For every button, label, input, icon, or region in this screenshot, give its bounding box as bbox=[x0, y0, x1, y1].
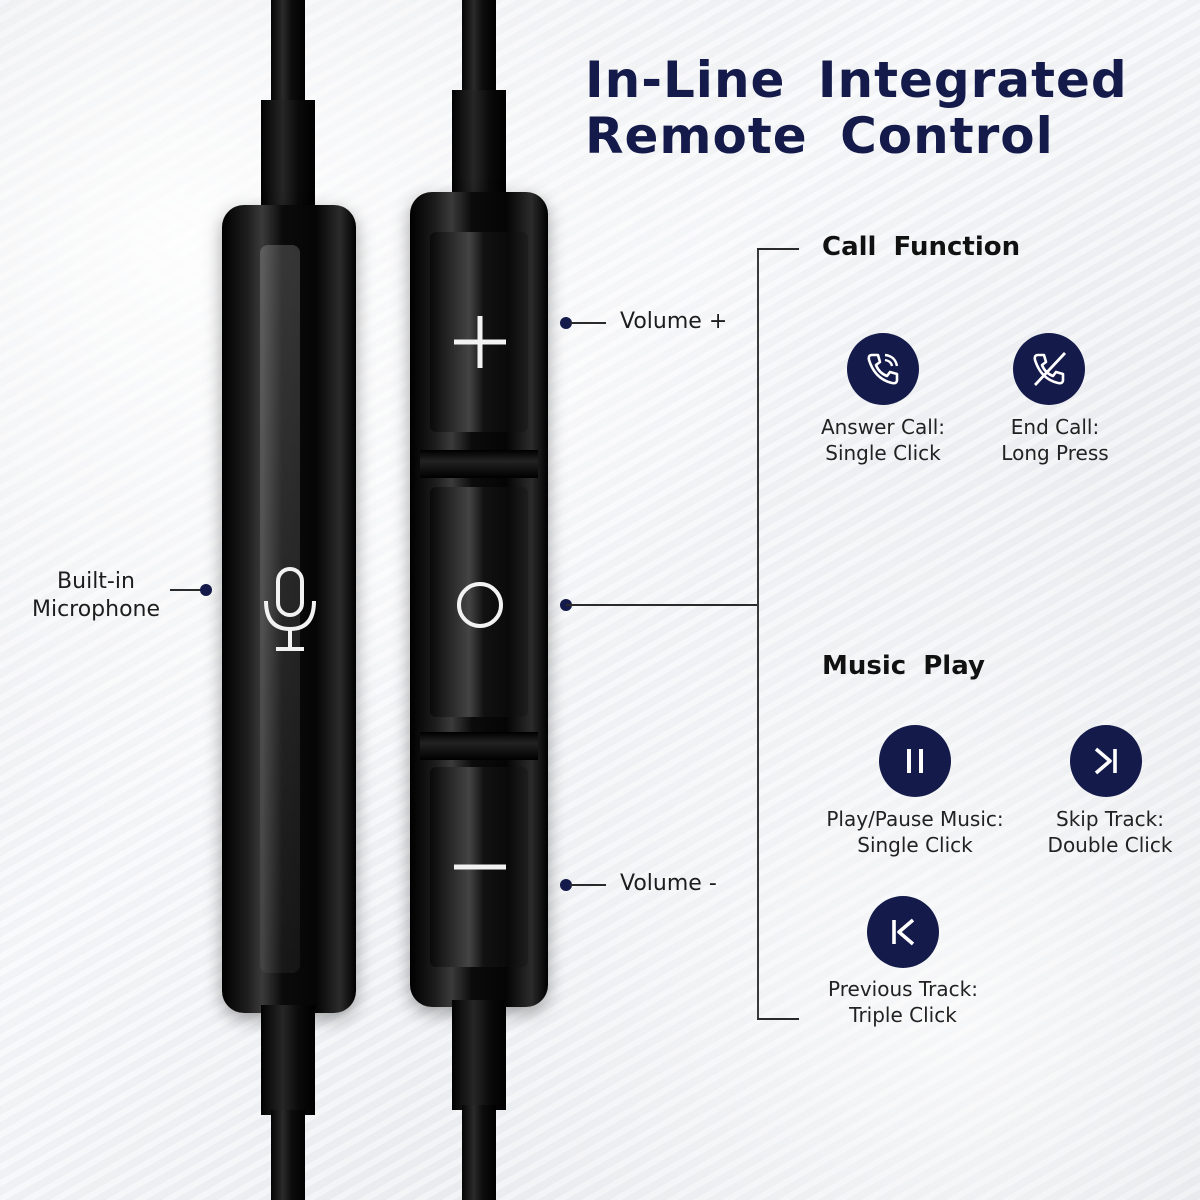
circle-icon bbox=[457, 582, 503, 628]
volume-up-callout-dot bbox=[560, 317, 572, 329]
right-cable-top bbox=[462, 0, 496, 100]
volume-up-callout-line bbox=[570, 322, 606, 324]
right-cable-collar-bottom bbox=[452, 1000, 506, 1110]
skip-track-icon bbox=[1070, 725, 1142, 797]
right-cable-bottom bbox=[462, 1105, 496, 1200]
page-title: In-Line Integrated Remote Control bbox=[585, 52, 1128, 164]
volume-down-button[interactable] bbox=[430, 767, 528, 967]
function-bracket-bottom bbox=[757, 1018, 799, 1020]
answer-call-label: Answer Call: Single Click bbox=[820, 415, 946, 465]
title-line-2: Remote Control bbox=[585, 107, 1054, 165]
multifunction-callout-line bbox=[566, 604, 758, 606]
volume-up-label: Volume + bbox=[620, 309, 728, 334]
button-remote bbox=[410, 192, 548, 1007]
volume-up-button[interactable] bbox=[430, 232, 528, 432]
left-cable-bottom bbox=[271, 1110, 305, 1200]
volume-down-callout-line bbox=[570, 884, 606, 886]
microphone-icon bbox=[264, 567, 316, 651]
phone-end-icon bbox=[1013, 333, 1085, 405]
phone-answer-icon bbox=[847, 333, 919, 405]
microphone-callout-dot bbox=[200, 584, 212, 596]
music-play-heading: Music Play bbox=[822, 651, 985, 681]
minus-icon bbox=[454, 864, 506, 870]
call-function-heading: Call Function bbox=[822, 232, 1021, 262]
play-pause-label: Play/Pause Music: Single Click bbox=[826, 807, 1004, 857]
plus-icon bbox=[454, 316, 506, 368]
play-pause-icon bbox=[879, 725, 951, 797]
skip-track-label: Skip Track: Double Click bbox=[1047, 807, 1173, 857]
previous-track-icon bbox=[867, 896, 939, 968]
right-cable-collar-top bbox=[452, 90, 506, 200]
button-divider-top bbox=[420, 450, 538, 478]
left-cable-top bbox=[271, 0, 305, 110]
microphone-callout-line bbox=[170, 589, 206, 591]
function-bracket bbox=[757, 248, 759, 1020]
volume-down-label: Volume - bbox=[620, 871, 717, 896]
function-bracket-top bbox=[757, 248, 799, 250]
microphone-remote bbox=[222, 205, 356, 1013]
button-divider-bottom bbox=[420, 732, 538, 760]
previous-track-label: Previous Track: Triple Click bbox=[828, 977, 978, 1027]
end-call-label: End Call: Long Press bbox=[1001, 415, 1109, 465]
microphone-label: Built-in Microphone bbox=[31, 569, 161, 622]
volume-down-callout-dot bbox=[560, 879, 572, 891]
multifunction-button[interactable] bbox=[430, 487, 528, 717]
title-line-1: In-Line Integrated bbox=[585, 51, 1128, 109]
left-cable-collar-bottom bbox=[261, 1005, 315, 1115]
left-cable-collar-top bbox=[261, 100, 315, 210]
